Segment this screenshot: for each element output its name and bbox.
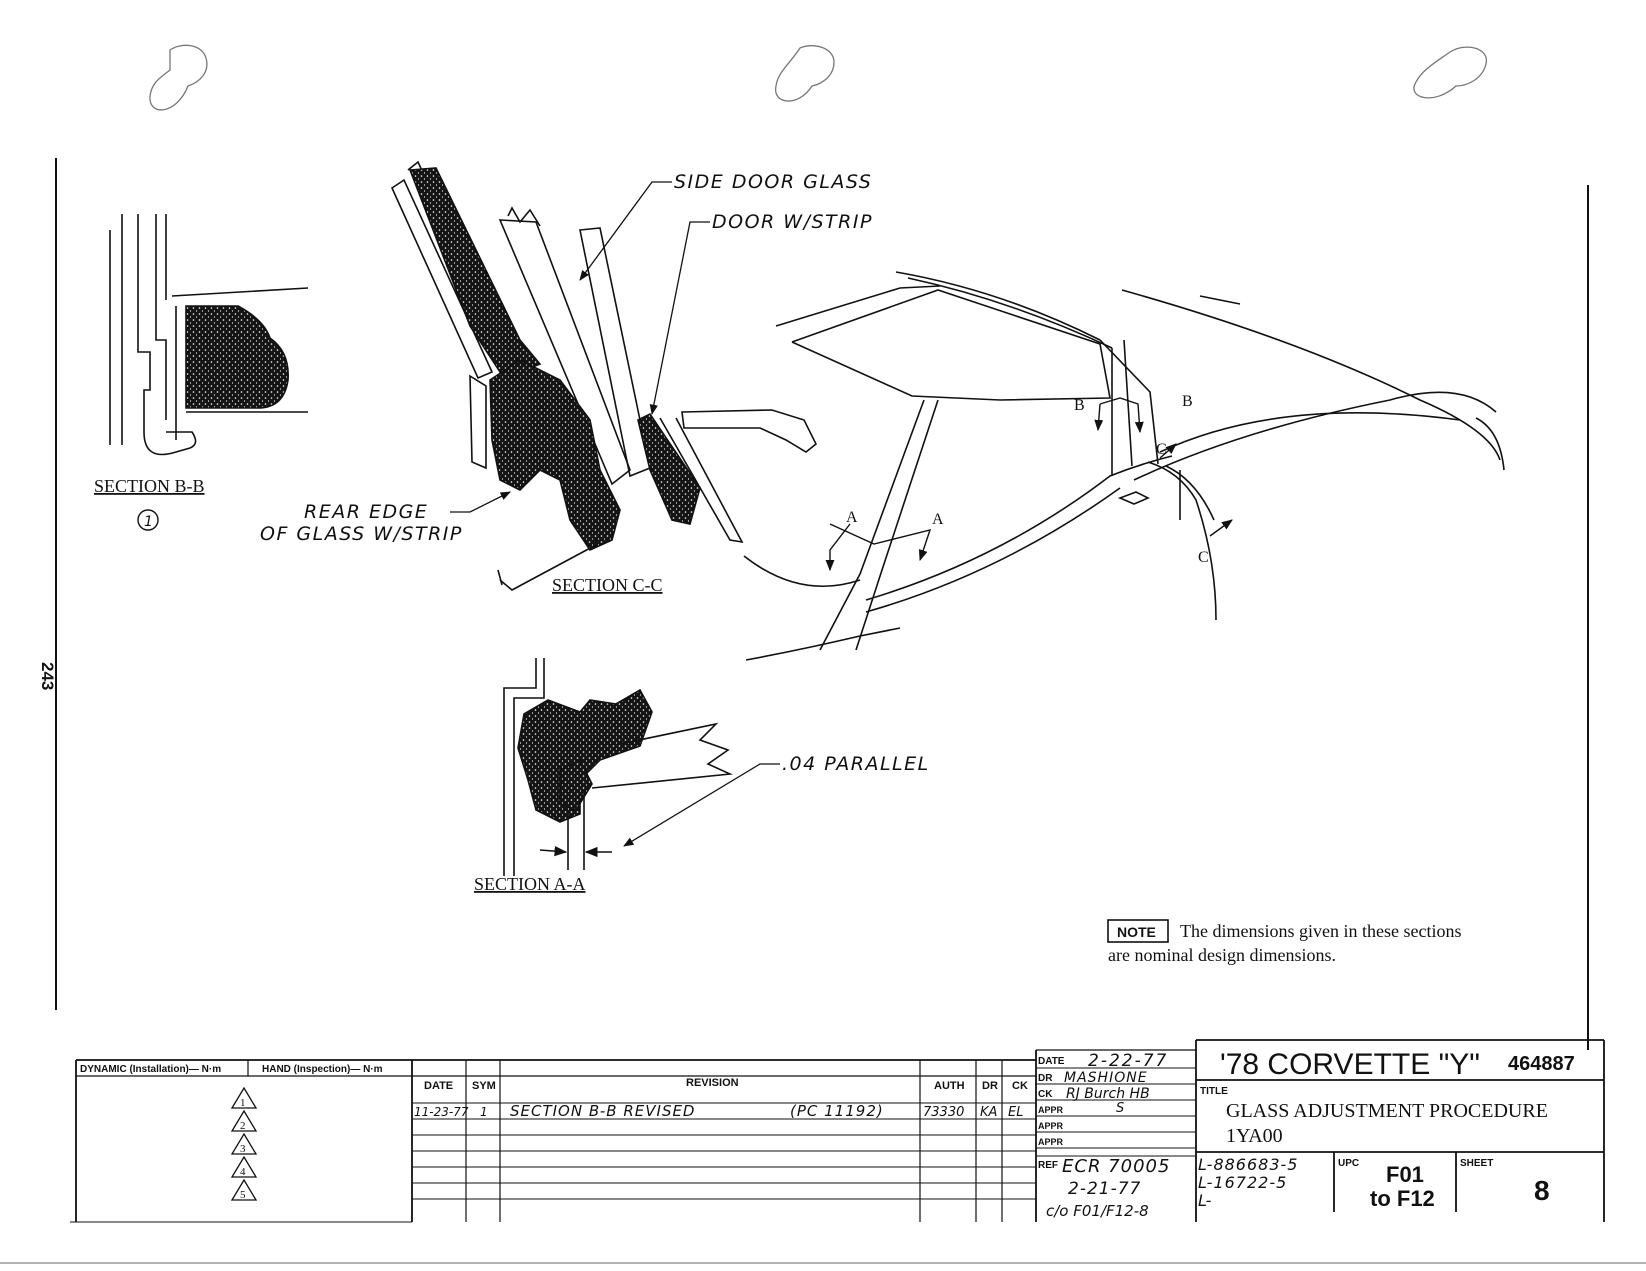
title-block-grid [70, 1039, 1605, 1223]
svg-text:L-16722-5: L-16722-5 [1198, 1173, 1287, 1192]
svg-text:CK: CK [1038, 1089, 1053, 1100]
svg-text:REF: REF [1038, 1160, 1058, 1171]
drawing-code: 1YA00 [1226, 1125, 1283, 1147]
section-cc-label: SECTION C-C [552, 575, 663, 595]
parallel-label: .04 PARALLEL [782, 753, 930, 775]
rev-text: SECTION B-B REVISED [510, 1102, 696, 1120]
revision-row: 11-23-77 1 SECTION B-B REVISED (PC 11192… [414, 1102, 1023, 1120]
part-numbers: L-886683-5 L-16722-5 L- [1198, 1155, 1298, 1210]
cut-label-a1: A [846, 509, 858, 526]
auth-header: AUTH [934, 1080, 965, 1092]
svg-text:UPC: UPC [1338, 1158, 1359, 1169]
section-bb-label: SECTION B-B [94, 476, 205, 496]
svg-text:DATE: DATE [1038, 1056, 1065, 1067]
drawing-date: 2-22-77 [1088, 1051, 1168, 1071]
sym-header: SYM [472, 1080, 496, 1092]
revision-header: REVISION [686, 1077, 739, 1089]
svg-text:DR: DR [1038, 1073, 1053, 1084]
torque-hand-header: HAND (Inspection)— N·m [262, 1064, 383, 1075]
car-outline [743, 271, 1505, 661]
vehicle-name: '78 CORVETTE "Y" [1220, 1048, 1480, 1081]
date-header: DATE [424, 1080, 453, 1092]
approval-block: DATE 2-22-77 DR MASHIONE CK RJ Burch HB … [1038, 1051, 1170, 1220]
checked-by: RJ Burch HB [1066, 1086, 1150, 1102]
page-number: 243 [38, 662, 57, 690]
punch-holes [149, 44, 1487, 111]
rev-auth: 73330 [923, 1105, 964, 1120]
leader-lines [450, 181, 780, 847]
svg-text:L-886683-5: L-886683-5 [1198, 1155, 1298, 1174]
side-door-glass-label: SIDE DOOR GLASS [674, 171, 872, 193]
rev-date: 11-23-77 [414, 1105, 469, 1119]
revision-symbol: 1 [137, 509, 159, 531]
upc-value-1: F01 [1386, 1162, 1424, 1187]
drawing-title: GLASS ADJUSTMENT PROCEDURE [1226, 1100, 1548, 1122]
svg-text:2: 2 [240, 1120, 246, 1132]
drawing-number: 464887 [1508, 1053, 1575, 1075]
rev-ck: EL [1008, 1105, 1023, 1120]
cut-label-b2: B [1182, 393, 1193, 410]
dr-header: DR [982, 1080, 998, 1092]
sheet-number: 8 [1534, 1175, 1550, 1206]
upc-value-2: to F12 [1370, 1186, 1435, 1211]
svg-text:4: 4 [240, 1166, 246, 1178]
note-tag: NOTE [1117, 924, 1156, 940]
note-line-2: are nominal design dimensions. [1108, 945, 1336, 965]
svg-text:1: 1 [144, 514, 153, 530]
section-cut-arrows [825, 397, 1233, 572]
section-bb-drawing [109, 214, 309, 456]
approved-by: S [1116, 1101, 1124, 1116]
ref-ecr: ECR 70005 [1062, 1156, 1170, 1177]
door-wstrip-label: DOOR W/STRIP [712, 211, 873, 233]
cut-label-c1: C [1156, 441, 1167, 458]
drawn-by: MASHIONE [1064, 1070, 1148, 1086]
cut-label-c2: C [1198, 549, 1209, 566]
ck-header: CK [1012, 1080, 1028, 1092]
section-aa-drawing [503, 658, 734, 876]
ref-co: c/o F01/F12-8 [1046, 1202, 1149, 1220]
triangle-numbers: 1 2 3 4 5 [240, 1097, 246, 1201]
svg-text:3: 3 [240, 1143, 246, 1155]
revision-headers: DATE SYM REVISION AUTH DR CK [424, 1077, 1028, 1092]
svg-text:TITLE: TITLE [1200, 1086, 1228, 1097]
section-cc-drawing [390, 160, 818, 591]
cut-label-b1: B [1074, 397, 1085, 414]
sheet-frame [0, 158, 1646, 1264]
svg-text:SHEET: SHEET [1460, 1158, 1493, 1169]
svg-text:1: 1 [240, 1097, 246, 1109]
svg-text:5: 5 [240, 1189, 246, 1201]
rev-dr: KA [980, 1105, 997, 1120]
torque-headers: DYNAMIC (Installation)— N·m HAND (Inspec… [80, 1064, 383, 1075]
ref-date: 2-21-77 [1068, 1179, 1141, 1199]
rear-edge-label: REAR EDGE [304, 501, 428, 523]
svg-text:L-: L- [1198, 1191, 1212, 1210]
svg-text:APPR: APPR [1038, 1105, 1064, 1115]
section-aa-label: SECTION A-A [474, 874, 586, 894]
title-area: '78 CORVETTE "Y" 464887 TITLE GLASS ADJU… [1200, 1048, 1575, 1211]
revision-triangles [230, 1086, 258, 1201]
rear-edge-label-2: OF GLASS W/STRIP [260, 523, 463, 545]
torque-dynamic-header: DYNAMIC (Installation)— N·m [80, 1064, 221, 1075]
note-line-1: The dimensions given in these sections [1180, 921, 1461, 941]
rev-pc: (PC 11192) [790, 1102, 884, 1120]
cut-label-a2: A [932, 511, 944, 528]
note-box: NOTE The dimensions given in these secti… [1107, 919, 1461, 965]
rev-sym: 1 [480, 1105, 488, 1119]
svg-text:APPR: APPR [1038, 1137, 1064, 1147]
svg-text:APPR: APPR [1038, 1121, 1064, 1131]
